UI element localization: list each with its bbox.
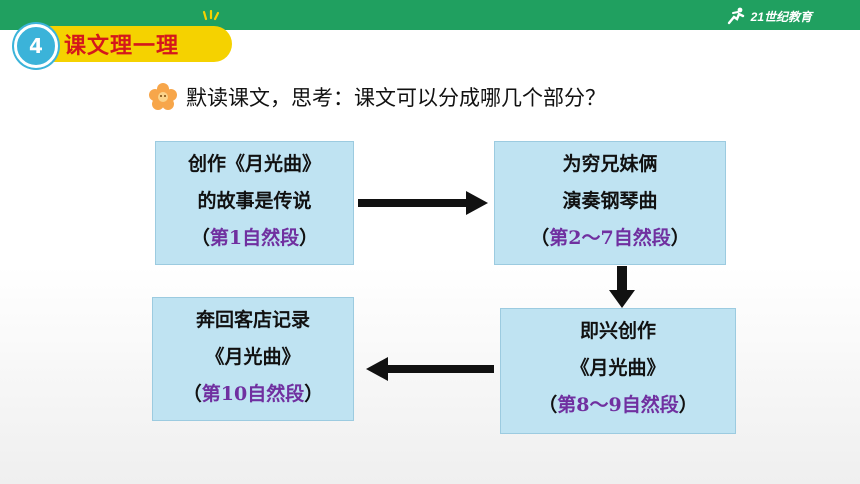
paragraph-range: （第8～9自然段） [538, 394, 698, 416]
lesson-number-badge: 4 [14, 24, 58, 68]
section-line: 的故事是传说 [197, 190, 312, 212]
runner-icon [727, 7, 744, 25]
section-box-1: 创作《月光曲》 的故事是传说 （第1自然段） [155, 141, 354, 265]
brand-logo: 21世纪教育 [725, 6, 812, 26]
paragraph-range: （第2～7自然段） [530, 227, 690, 249]
section-box-2: 为穷兄妹俩 演奏钢琴曲 （第2～7自然段） [494, 141, 726, 265]
section-line: 创作《月光曲》 [187, 153, 321, 175]
arrow-right-icon [358, 191, 488, 215]
paragraph-range: （第10自然段） [182, 383, 324, 405]
section-line: 为穷兄妹俩 [562, 153, 658, 175]
section-line: 演奏钢琴曲 [562, 190, 658, 212]
section-box-3: 即兴创作 《月光曲》 （第8～9自然段） [500, 308, 736, 434]
section-line: 《月光曲》 [570, 357, 666, 379]
lesson-title: 课文理一理 [44, 26, 232, 62]
sparkle-icon [202, 10, 220, 21]
flower-icon [149, 83, 177, 110]
arrow-left-icon [366, 357, 494, 381]
section-line: 即兴创作 [579, 320, 656, 342]
header-bar: 21世纪教育 [0, 0, 860, 30]
question-text: 默读课文，思考：课文可以分成哪几个部分？ [186, 86, 606, 110]
question-prompt: 默读课文，思考：课文可以分成哪几个部分？ [148, 80, 606, 114]
section-line: 《月光曲》 [205, 346, 301, 368]
section-box-4: 奔回客店记录 《月光曲》 （第10自然段） [152, 297, 354, 421]
arrow-down-icon [609, 266, 635, 308]
section-line: 奔回客店记录 [195, 309, 310, 331]
paragraph-range: （第1自然段） [190, 227, 319, 249]
brand-text: 21世纪教育 [750, 9, 812, 24]
